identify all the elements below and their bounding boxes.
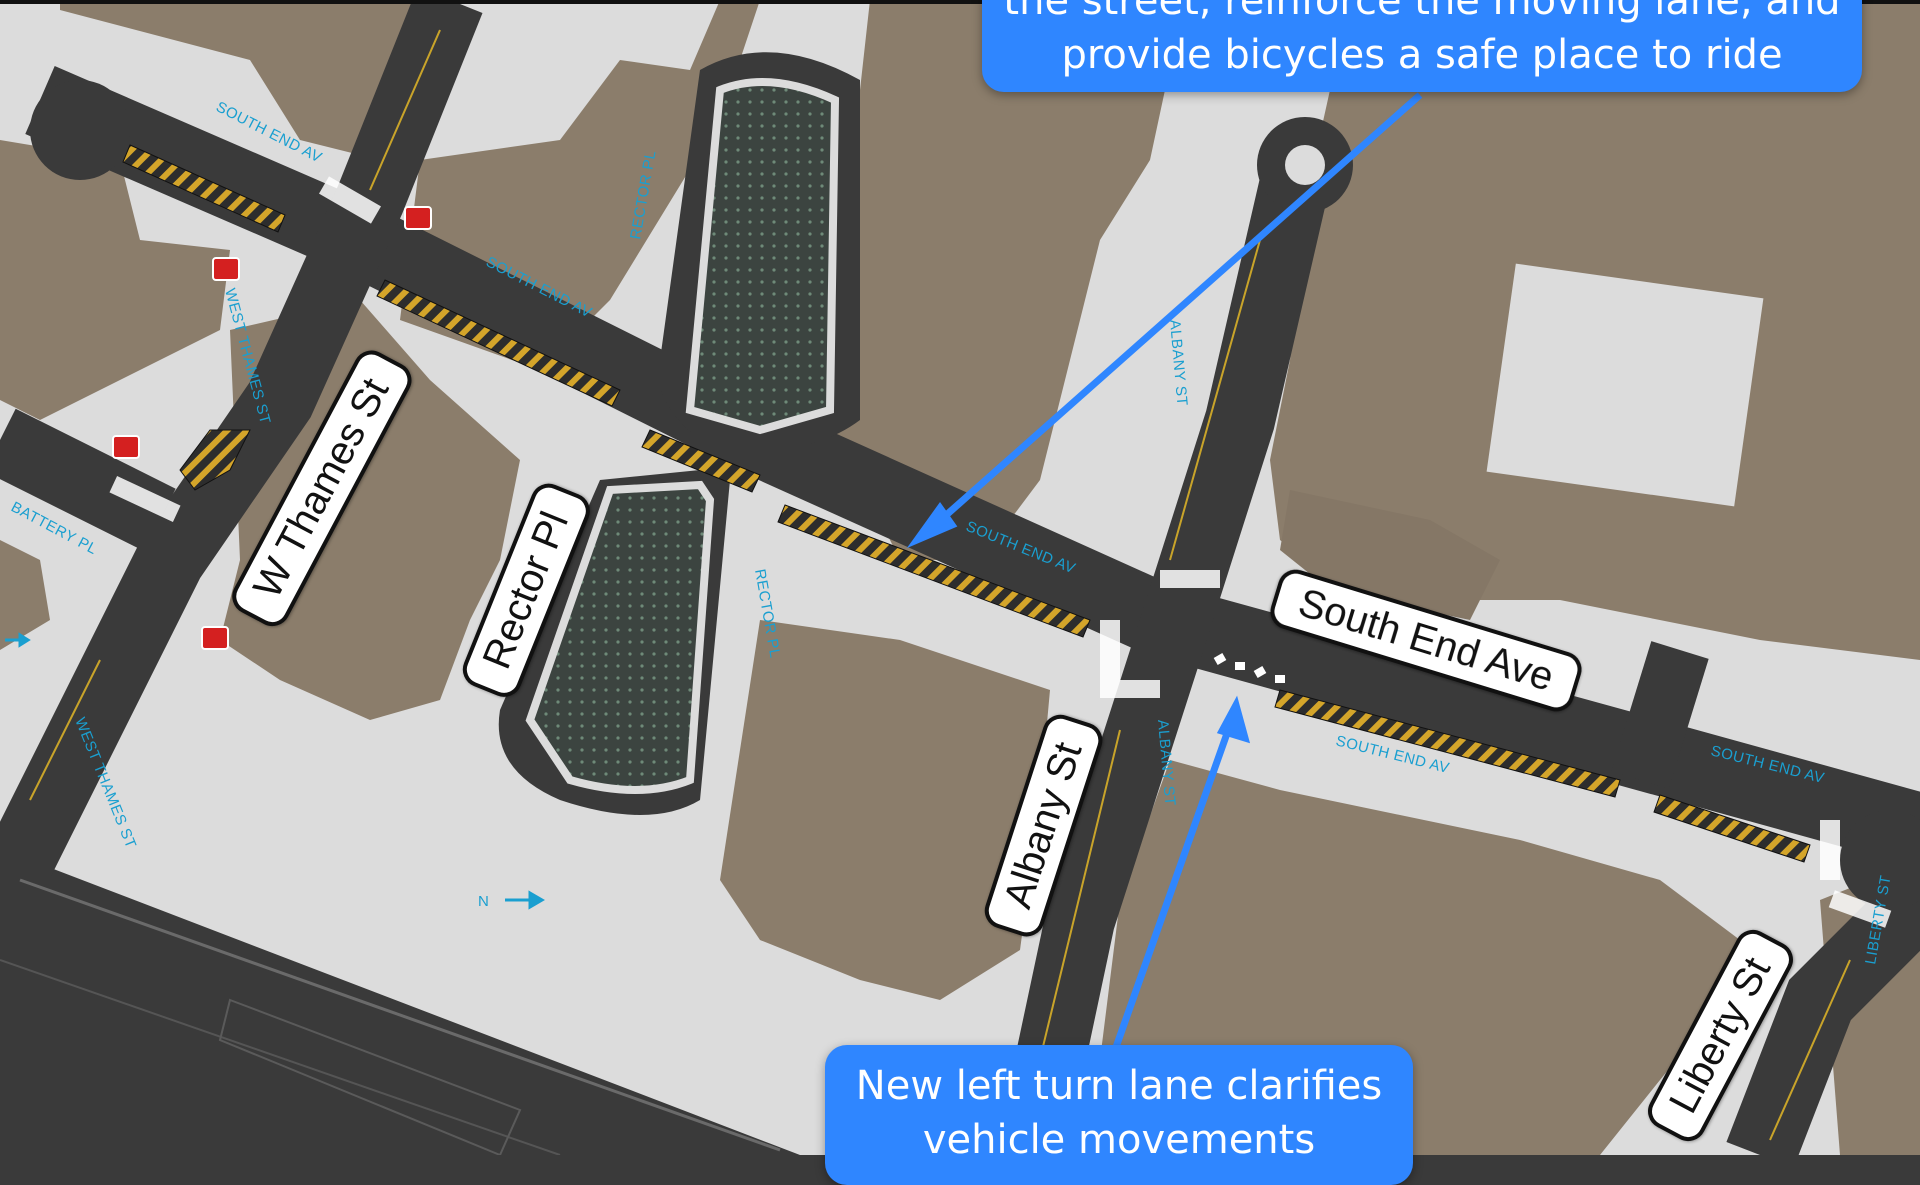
top-edge-bar — [0, 0, 1920, 4]
center-lines — [29, 29, 1851, 1141]
cul-de-sac-liberty — [1840, 810, 1920, 910]
callout-left-turn-line2: vehicle movements — [922, 1117, 1316, 1163]
callout-pointer-arrows — [906, 92, 1423, 1052]
highway-lane-line — [0, 959, 561, 1155]
street-plan-map: SOUTH END AV SOUTH END AV SOUTH END AV S… — [0, 0, 1920, 1155]
callout-left-turn-line1: New left turn lane clarifies — [855, 1063, 1383, 1109]
north-arrow-label: N — [478, 893, 489, 910]
rector-place-loops — [498, 52, 860, 815]
north-arrow-icon — [5, 632, 545, 910]
buildings — [0, 0, 1920, 1155]
highway — [0, 840, 800, 1155]
cul-de-sac-west — [30, 80, 130, 180]
highway-edge — [19, 878, 781, 1152]
cul-de-sac-albany-inner — [1285, 145, 1325, 185]
callout-bike-lane-line2: provide bicycles a safe place to ride — [1061, 32, 1783, 78]
hatched-buffers — [122, 144, 1811, 863]
callout-bike-lane: the street, reinforce the moving lane, a… — [982, 0, 1862, 92]
callout-bike-lane-line1: the street, reinforce the moving lane, a… — [1003, 0, 1841, 24]
callout-left-turn-lane: New left turn lane clarifies vehicle mov… — [825, 1045, 1413, 1185]
crosswalks — [109, 176, 1892, 928]
stop-sign-icon — [112, 206, 432, 650]
courtyard — [1486, 263, 1764, 507]
bike-symbol-icon — [1213, 653, 1285, 683]
highway-island — [218, 998, 522, 1155]
